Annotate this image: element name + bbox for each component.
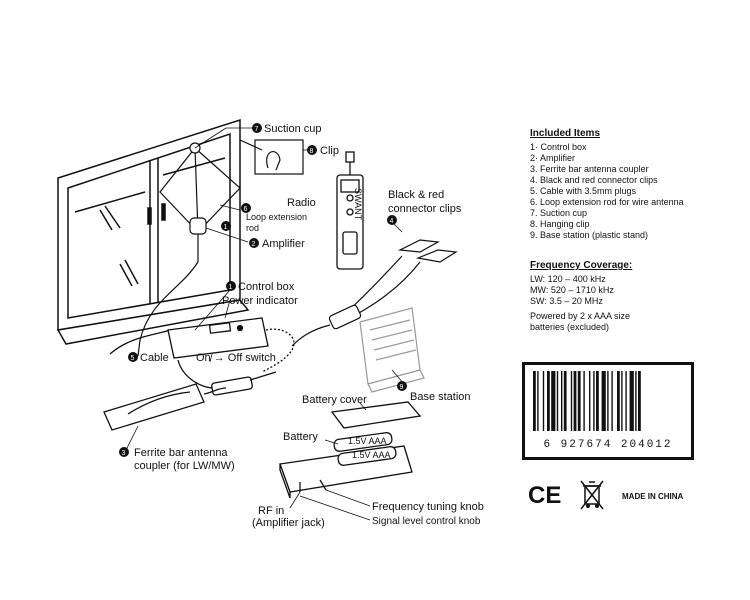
label-amplifier: Amplifier xyxy=(262,238,305,250)
barcode-bar xyxy=(563,371,567,431)
ferrite-bar-drawing xyxy=(103,383,227,431)
badge-7: 7 xyxy=(255,126,259,133)
battery-box-drawing xyxy=(279,401,422,499)
number-badges: 1 2 3 4 5 6 7 8 9 1 xyxy=(119,123,407,457)
ce-mark-icon: CE xyxy=(528,482,562,509)
label-control-box: Control box xyxy=(238,281,295,293)
frequency-line: MW: 520 – 1710 kHz xyxy=(530,285,614,295)
barcode-digits: 6 927674 204012 xyxy=(543,439,673,451)
frequency-line: SW: 3.5 – 20 MHz xyxy=(530,296,603,306)
badge-3: 3 xyxy=(122,450,126,457)
included-item: 2· Amplifier xyxy=(530,153,576,163)
label-power-indicator: Power indicator xyxy=(222,295,298,307)
included-item: 6. Loop extension rod for wire antenna xyxy=(530,197,684,207)
label-suction-cup: Suction cup xyxy=(264,123,321,135)
barcode-bar xyxy=(583,371,585,431)
barcode-bar xyxy=(629,371,634,431)
label-on-off: On → Off switch xyxy=(196,352,276,364)
battery-label-1: 1.5V AAA xyxy=(348,436,387,446)
frequency-heading: Frequency Coverage: xyxy=(530,260,633,271)
included-item: 7. Suction cup xyxy=(530,208,588,218)
barcode-bar xyxy=(589,371,591,431)
included-items: Included Items 1· Control box 2· Amplifi… xyxy=(530,128,745,241)
included-item: 5. Cable with 3.5mm plugs xyxy=(530,186,637,196)
barcode-bar xyxy=(638,371,641,431)
badge-4: 4 xyxy=(390,218,394,225)
barcode-bar xyxy=(617,371,620,431)
barcode-bar xyxy=(596,371,599,431)
barcode-bar xyxy=(611,371,613,431)
powered-line: batteries (excluded) xyxy=(530,322,610,332)
label-battery-cover: Battery cover xyxy=(302,394,367,406)
control-box-drawing xyxy=(109,317,295,396)
barcode-bar xyxy=(577,371,581,431)
battery-label-2: 1.5V AAA xyxy=(352,450,391,460)
label-loop-2: rod xyxy=(246,223,259,233)
barcode-bars xyxy=(533,371,641,431)
barcode-bar xyxy=(573,371,577,431)
powered-line: Powered by 2 x AAA size xyxy=(530,311,631,321)
label-clips-1: Black & red xyxy=(388,189,444,201)
label-freq-knob: Frequency tuning knob xyxy=(372,501,484,513)
label-rf-in-1: RF in xyxy=(258,505,284,517)
barcode-bar xyxy=(635,371,637,431)
powered-by: Powered by 2 x AAA size batteries (exclu… xyxy=(530,311,745,333)
badge-6: 6 xyxy=(244,206,248,213)
label-clip: Clip xyxy=(320,145,339,157)
barcode-bar xyxy=(547,371,550,431)
barcode: 6 927674 204012 xyxy=(522,362,694,460)
label-ferrite-1: Ferrite bar antenna xyxy=(134,447,228,459)
label-battery: Battery xyxy=(283,431,318,443)
barcode-bar xyxy=(533,371,536,431)
barcode-bar xyxy=(537,371,539,431)
label-rf-in-2: (Amplifier jack) xyxy=(252,517,325,529)
radio-brand: SWANT xyxy=(353,188,363,221)
certification-marks: CE MADE IN CHINA xyxy=(526,478,741,518)
badge-9: 9 xyxy=(400,384,404,391)
clip-callout xyxy=(239,139,304,175)
label-radio: Radio xyxy=(287,197,316,209)
label-base-station: Base station xyxy=(410,391,471,403)
weee-bin-icon xyxy=(580,480,604,510)
barcode-bar xyxy=(621,371,623,431)
label-loop-1: Loop extension xyxy=(246,212,307,222)
barcode-bar xyxy=(551,371,556,431)
included-item: 4. Black and red connector clips xyxy=(530,175,658,185)
label-cable: Cable xyxy=(140,352,169,364)
badge-8: 8 xyxy=(310,148,314,155)
barcode-bar xyxy=(593,371,595,431)
barcode-bar xyxy=(601,371,606,431)
included-item: 8. Hanging clip xyxy=(530,219,590,229)
window-drawing xyxy=(56,118,250,345)
frequency-line: LW: 120 – 400 kHz xyxy=(530,274,606,284)
barcode-bar xyxy=(542,371,545,431)
label-ferrite-2: coupler (for LW/MW) xyxy=(134,460,235,472)
included-item: 1· Control box xyxy=(530,142,587,152)
badge-1: 1 xyxy=(224,224,228,231)
frequency-coverage: Frequency Coverage: LW: 120 – 400 kHz MW… xyxy=(530,260,745,307)
badge-1b: 1 xyxy=(229,284,233,291)
barcode-bar xyxy=(561,371,563,431)
barcode-bar xyxy=(556,371,559,431)
radio-drawing xyxy=(336,151,364,270)
included-item: 3. Ferrite bar antenna coupler xyxy=(530,164,649,174)
included-heading: Included Items xyxy=(530,128,601,139)
barcode-bar xyxy=(625,371,627,431)
connector-clips-drawing xyxy=(291,239,458,347)
barcode-bar xyxy=(607,371,609,431)
barcode-bar xyxy=(570,371,573,431)
badge-5: 5 xyxy=(131,355,135,362)
made-in-label: MADE IN CHINA xyxy=(622,492,684,501)
badge-2: 2 xyxy=(252,241,256,248)
base-station-drawing xyxy=(359,307,425,393)
included-item: 9. Base station (plastic stand) xyxy=(530,230,649,240)
label-signal-knob: Signal level control knob xyxy=(372,516,481,527)
label-clips-2: connector clips xyxy=(388,203,462,215)
